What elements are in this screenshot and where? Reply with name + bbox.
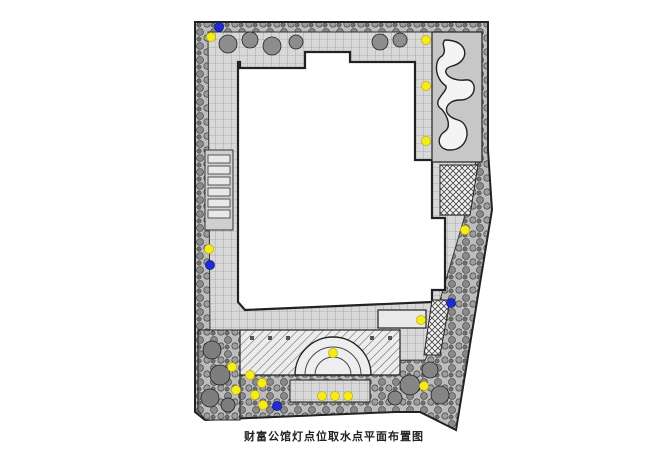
light-point-6 [204,244,214,254]
light-point-4 [421,136,431,146]
light-point-14 [258,400,268,410]
light-point-5 [460,225,470,235]
light-point-10 [245,370,255,380]
light-point-9 [227,362,237,372]
water-point-2 [205,260,215,270]
light-point-3 [421,81,431,91]
ne-water-feature [435,39,475,151]
light-point-7 [416,315,426,325]
terrace-columns [250,336,392,340]
light-point-2 [421,35,431,45]
sw-trees [200,340,236,413]
water-point-1 [214,22,224,32]
marker-layer [204,22,470,411]
light-point-13 [250,390,260,400]
light-point-12 [231,385,241,395]
se-trees [387,361,450,406]
light-point-18 [419,381,429,391]
water-point-4 [272,401,282,411]
light-point-15 [317,391,327,401]
light-point-16 [330,391,340,401]
light-point-17 [343,391,353,401]
light-point-1 [206,32,216,42]
se-pool [377,309,427,329]
se-hatched-terrace [423,299,451,356]
water-point-3 [446,298,456,308]
west-steps [207,154,231,219]
house-footprint [236,50,447,312]
south-entrance-steps [289,379,371,403]
plan-caption: 财富公馆灯点位取水点平面布置图 [244,430,424,443]
east-hatched-lawn [439,164,479,216]
nw-trees [218,31,408,56]
light-point-8 [328,348,338,358]
light-point-11 [257,378,267,388]
